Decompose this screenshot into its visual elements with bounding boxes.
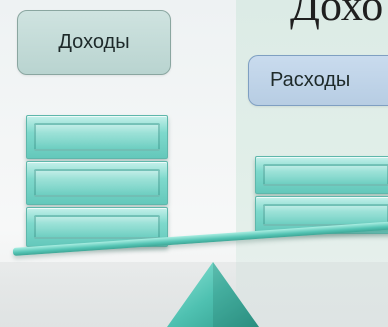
expense-block-top — [255, 156, 388, 194]
expense-label: Расходы — [248, 55, 388, 106]
income-label: Доходы — [17, 10, 171, 75]
fulcrum-triangle — [167, 262, 259, 327]
expense-label-text: Расходы — [270, 69, 351, 91]
page-title: Дохо — [290, 0, 384, 30]
income-block-top — [26, 115, 168, 159]
income-block-middle — [26, 161, 168, 205]
income-label-text: Доходы — [58, 31, 130, 53]
